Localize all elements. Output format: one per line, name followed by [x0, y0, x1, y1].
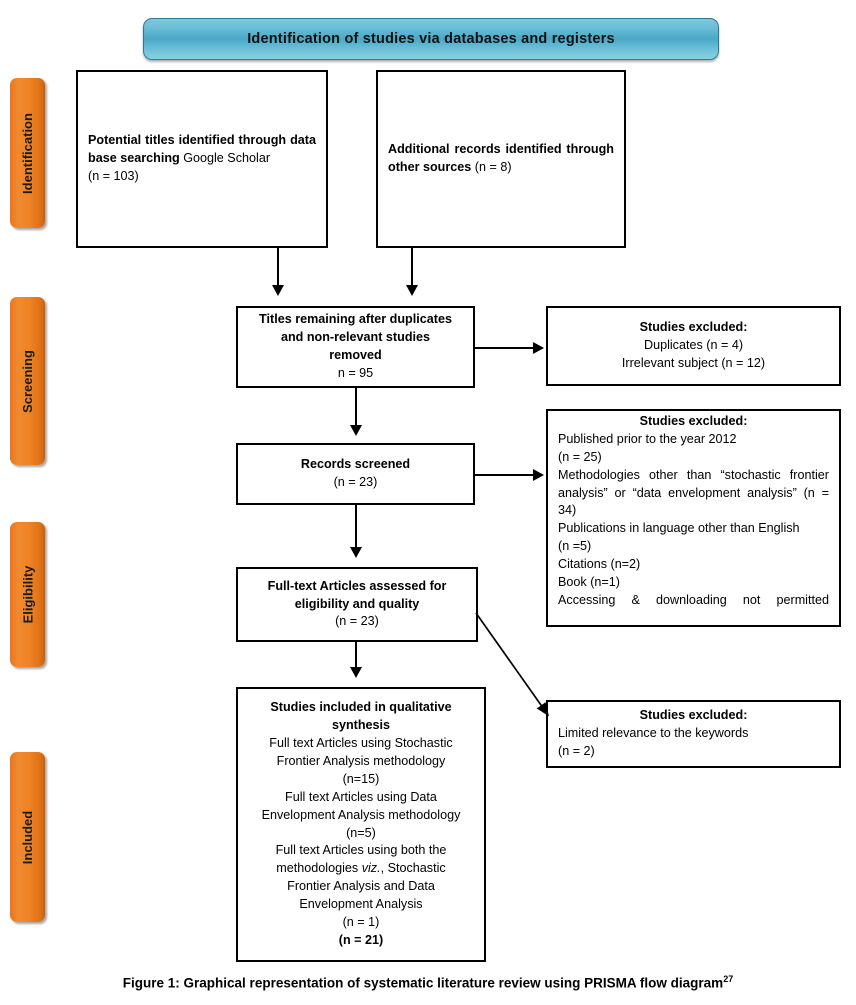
stage-tab-screening: Screening — [10, 297, 45, 465]
included-both-line2-post: , Stochastic — [380, 861, 446, 876]
connector-screened-right — [475, 474, 535, 476]
excluded2-line1: Published prior to the year 2012 — [558, 431, 737, 446]
stage-tab-included: Included — [10, 752, 45, 922]
included-both-line1: Full text Articles using both the — [275, 843, 447, 858]
fulltext-line2: eligibility and quality — [294, 596, 420, 611]
excluded2-line8: Accessing & downloading not permitted — [558, 592, 829, 607]
excluded2-line3: Methodologies other than “stochastic fro… — [558, 467, 829, 518]
excluded1-line2: Irrelevant subject (n = 12) — [621, 355, 766, 370]
connector-databases-down — [277, 248, 279, 288]
excluded2-line6: Citations (n=2) — [558, 557, 641, 571]
included-dea-line2: Envelopment Analysis methodology — [261, 807, 461, 822]
excluded1-title: Studies excluded: — [639, 320, 748, 335]
box-studies-excluded-limited-relevance: Studies excluded: Limited relevance to t… — [546, 700, 841, 768]
box-records-identified-databases: Potential titles identified through data… — [76, 70, 328, 248]
stage-label-included: Included — [20, 810, 36, 864]
diagram-banner: Identification of studies via databases … — [143, 18, 719, 60]
included-sfa-count: (n=15) — [342, 771, 380, 786]
box-studies-included: Studies included in qualitative synthesi… — [236, 687, 486, 962]
included-sfa-line2: Frontier Analysis methodology — [276, 754, 446, 768]
databases-count: (n = 103) — [88, 168, 139, 183]
included-both-count: (n = 1) — [342, 914, 380, 929]
figure-caption: Figure 1: Graphical representation of sy… — [0, 974, 856, 991]
arrowhead-duplicates-down — [350, 425, 362, 436]
arrowhead-databases-down — [272, 285, 284, 296]
excluded2-line5: (n =5) — [558, 539, 592, 554]
included-total-count: (n = 21) — [338, 932, 384, 947]
arrowhead-screened-right — [533, 469, 544, 481]
screened-title: Records screened — [300, 457, 411, 472]
excluded2-line4: Publications in language other than Engl… — [558, 521, 800, 536]
box-records-screened: Records screened (n = 23) — [236, 443, 475, 505]
excluded1-line1: Duplicates (n = 4) — [643, 338, 744, 353]
included-dea-line1: Full text Articles using Data — [285, 789, 437, 804]
connector-additional-down — [411, 248, 413, 288]
databases-normal-text: Google Scholar — [183, 151, 271, 166]
excluded3-title: Studies excluded: — [639, 708, 748, 723]
arrowhead-fulltext-down — [350, 667, 362, 678]
excluded3-line2: (n = 2) — [558, 743, 595, 758]
databases-bold-text: Potential titles identified through data… — [88, 133, 316, 166]
stage-tab-identification: Identification — [10, 78, 45, 228]
fulltext-count: (n = 23) — [335, 614, 379, 629]
screened-count: (n = 23) — [333, 475, 378, 489]
stage-label-identification: Identification — [20, 112, 36, 194]
stage-label-eligibility: Eligibility — [20, 565, 36, 624]
duplicates-line3: removed — [329, 348, 382, 362]
arrowhead-duplicates-right — [533, 342, 544, 354]
connector-screened-down — [355, 505, 357, 550]
box-titles-remaining: Titles remaining after duplicates and no… — [236, 306, 475, 388]
figure-caption-superscript: 27 — [723, 974, 734, 984]
included-title-line2: synthesis — [331, 718, 391, 733]
fulltext-line1: Full-text Articles assessed for — [267, 578, 447, 593]
included-sfa-line1: Full text Articles using Stochastic — [269, 736, 453, 751]
arrowhead-screened-down — [350, 547, 362, 558]
arrowhead-additional-down — [406, 285, 418, 296]
banner-title: Identification of studies via databases … — [247, 31, 615, 47]
additional-bold-text: Additional records identified through ot… — [388, 142, 614, 174]
included-both-line2: methodologies viz., Stochastic — [262, 860, 461, 878]
included-both-line2-pre: methodologies — [276, 861, 362, 876]
box-additional-records: Additional records identified through ot… — [376, 70, 626, 248]
included-both-line3: Frontier Analysis and Data — [287, 879, 435, 894]
included-both-line4: Envelopment Analysis — [299, 897, 423, 911]
included-both-line2-italic: viz. — [361, 861, 381, 876]
included-title-line1: Studies included in qualitative — [270, 700, 452, 715]
connector-duplicates-right — [475, 347, 535, 349]
box-studies-excluded-screening: Studies excluded: Duplicates (n = 4) Irr… — [546, 306, 841, 386]
included-dea-count: (n=5) — [346, 825, 376, 840]
box-fulltext-assessed: Full-text Articles assessed for eligibil… — [236, 567, 478, 642]
excluded2-title: Studies excluded: — [639, 414, 748, 428]
duplicates-line1: Titles remaining after duplicates — [259, 312, 452, 327]
duplicates-line2: and non-relevant studies — [280, 330, 431, 345]
excluded3-line1: Limited relevance to the keywords — [558, 726, 749, 741]
box-studies-excluded-eligibility: Studies excluded: Published prior to the… — [546, 409, 841, 627]
figure-caption-text: Figure 1: Graphical representation of sy… — [122, 975, 724, 991]
connector-duplicates-down — [355, 388, 357, 428]
duplicates-count: n = 95 — [337, 365, 374, 380]
stage-label-screening: Screening — [20, 349, 36, 413]
connector-fulltext-down — [355, 642, 357, 670]
excluded2-line2: (n = 25) — [558, 449, 602, 464]
stage-tab-eligibility: Eligibility — [10, 522, 45, 667]
connector-fulltext-diagonal — [475, 612, 549, 717]
additional-count: (n = 8) — [474, 160, 512, 174]
excluded2-line7: Book (n=1) — [558, 574, 620, 589]
